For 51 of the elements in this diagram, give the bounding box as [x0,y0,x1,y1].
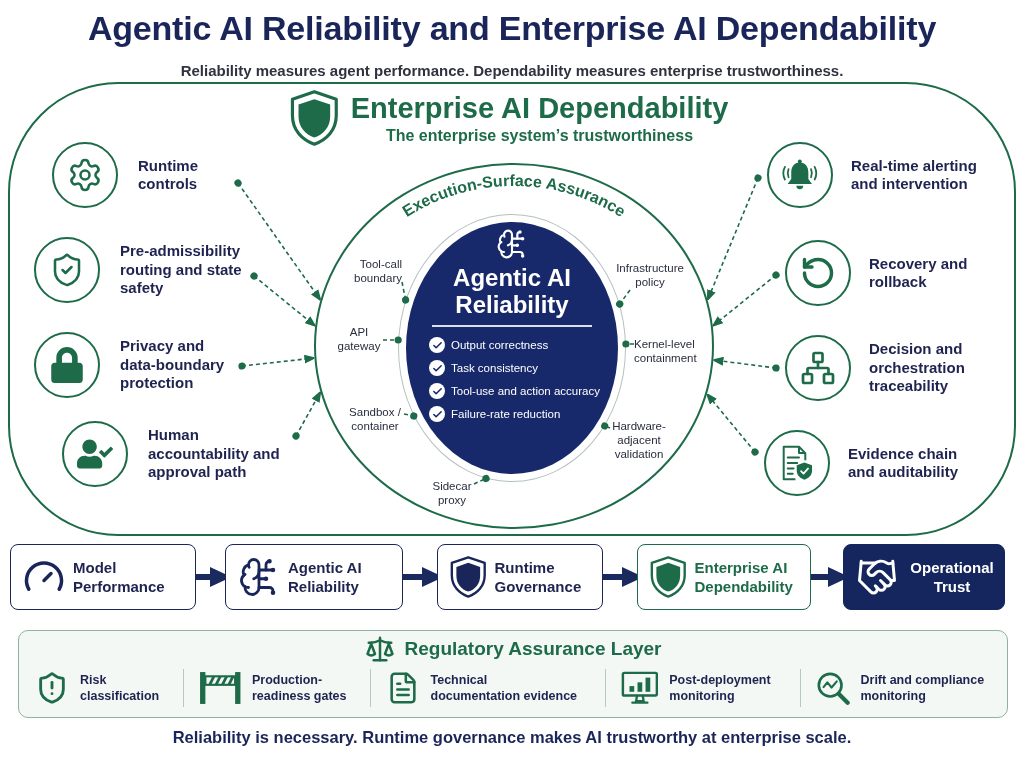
surface-label: Kernel-level containment [634,338,698,366]
capability-label: Human accountability and approval path [148,426,281,482]
capability-label: Decision and orchestration traceability [869,340,966,396]
stage-box [10,544,196,610]
checklist-item: Task consistency [451,361,538,375]
capability-label: Recovery and rollback [869,254,969,292]
requirement-label: Production-readiness gates [252,672,348,704]
surface-label: Infrastructure policy [615,262,685,290]
checklist-item: Failure-rate reduction [451,407,561,421]
page-subtitle: Reliability measures agent performance. Dependability measures enterprise trustworthiness. [180,62,844,80]
leader-line [473,474,490,485]
surface-label: API gateway [336,326,382,354]
leader-line [622,340,635,348]
stage-label: Operational Trust [909,558,995,596]
requirement-label: Post-deployment monitoring [669,672,772,704]
stage-box [225,544,403,610]
panel-title: Enterprise AI Dependability [350,91,729,125]
surface-label: Sandbox / container [348,406,402,434]
leader-line [616,289,631,308]
surface-label: Hardware-adjacent validation [611,420,667,462]
capability-label: Pre-admissibility routing and state safety [120,242,243,298]
leader-line [601,422,611,430]
regulatory-panel [18,630,1008,718]
surface-label: Tool-call boundary [353,258,402,286]
dependability-panel [8,82,1016,536]
checklist-item: Tool-use and action accuracy [451,384,600,398]
stage-label: Agentic AI Reliability [288,558,363,596]
requirement-label: Technical documentation evidence [430,672,579,704]
leader-line [382,336,402,344]
capability-label: Real-time alerting and intervention [851,156,978,194]
panel-subtitle: The enterprise system’s trustworthiness [385,126,694,145]
requirement-label: Risk classification [80,672,161,704]
oval-title: Agentic AI Reliability [452,264,572,318]
capability-label: Evidence chain and auditability [848,444,959,482]
leader-line [403,412,418,420]
stage-label: Enterprise AI Dependability [694,558,794,596]
stage-box [637,544,811,610]
capability-label: Privacy and data-boundary protection [120,337,226,393]
page-title: Agentic AI Reliability and Enterprise AI Dependability [87,8,937,48]
layer-title: Regulatory Assurance Layer [404,637,662,661]
assurance-ring [314,163,714,529]
caption: Reliability is necessary. Runtime governance makes AI trustworthy at enterprise scale. [172,727,852,747]
surface-label: Sidecar proxy [431,480,473,508]
stage-box [843,544,1005,610]
stage-label: Runtime Governance [494,558,583,596]
leader-line [401,281,410,304]
checklist-item: Output correctness [451,338,549,352]
requirement-label: Drift and compliance monitoring [860,672,986,704]
stage-box [437,544,603,610]
capability-label: Runtime controls [138,156,199,194]
stage-label: Model Performance [73,558,166,596]
